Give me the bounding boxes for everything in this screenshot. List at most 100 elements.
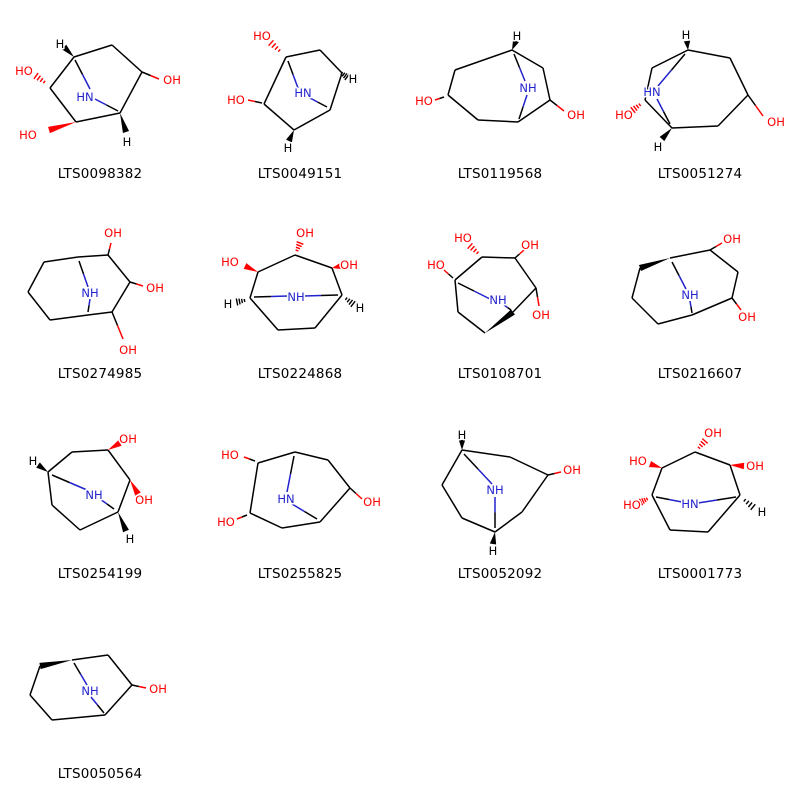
bond	[49, 87, 77, 123]
hydroxyl-label: OH	[532, 308, 550, 322]
hydroxyl-label: HO	[629, 454, 647, 468]
hash-bond	[342, 72, 348, 79]
bond	[671, 261, 680, 276]
bond	[87, 305, 90, 313]
hash-bond	[350, 300, 356, 308]
hash-bond	[42, 80, 46, 84]
bond	[293, 109, 331, 131]
bond	[661, 451, 696, 469]
bond	[79, 511, 119, 531]
bond	[457, 311, 486, 334]
hydroxyl-label: HO	[623, 498, 641, 512]
hash-bond	[33, 72, 39, 80]
bond	[355, 492, 363, 500]
bond	[150, 74, 160, 80]
bond	[657, 314, 693, 325]
bond	[73, 662, 82, 675]
bond	[461, 449, 511, 458]
bond	[78, 260, 85, 275]
bond	[249, 458, 256, 462]
nitrogen-label: HN	[643, 85, 660, 99]
hydroxyl-label: OH	[119, 432, 137, 446]
nitrogen-label: HN	[681, 497, 698, 511]
bond	[96, 704, 105, 714]
hydroxyl-label: HO	[615, 108, 633, 122]
bond	[547, 472, 555, 476]
bond	[542, 67, 551, 101]
bond	[447, 69, 456, 96]
bond	[439, 96, 445, 100]
bond	[29, 694, 53, 721]
bond	[49, 314, 89, 321]
bond	[291, 503, 305, 513]
bond	[463, 453, 479, 470]
bond	[518, 67, 526, 82]
hydroxyl-label: OH	[149, 682, 167, 696]
hash-bond	[467, 242, 473, 250]
bond	[281, 521, 321, 529]
hash-bond	[36, 75, 42, 81]
bond	[651, 494, 671, 531]
bond	[111, 44, 143, 73]
bond	[631, 267, 641, 299]
bond	[709, 249, 739, 273]
wedge-bond	[286, 130, 294, 143]
wedge-bond	[243, 263, 258, 272]
bond	[285, 49, 321, 58]
hash-bond	[470, 245, 475, 251]
bond	[671, 125, 719, 129]
bond	[457, 282, 475, 292]
bond	[670, 53, 686, 71]
nitrogen-label: HN	[294, 86, 311, 100]
bond	[257, 451, 296, 464]
wedge-bond	[659, 128, 672, 142]
bond	[448, 273, 454, 279]
bond	[47, 471, 53, 506]
bond	[69, 481, 88, 491]
wedge-bond	[683, 40, 691, 50]
hydroxyl-label: HO	[221, 448, 239, 462]
bond	[286, 473, 292, 493]
bond	[116, 325, 124, 340]
molecule-id-label: LTS0224868	[257, 366, 343, 382]
bond	[689, 300, 692, 308]
bond	[517, 99, 551, 123]
bond	[71, 654, 109, 661]
bond	[104, 684, 133, 716]
hydroxyl-label: OH	[363, 495, 381, 509]
hydroxyl-label: OH	[296, 226, 314, 240]
bond	[49, 56, 75, 89]
hash-bond	[643, 497, 647, 503]
hash-bond	[243, 298, 246, 303]
hash-bond	[268, 39, 274, 47]
molecule-id-label: LTS0254199	[57, 566, 143, 582]
hash-bond	[346, 298, 351, 303]
hydrogen-label: H	[224, 297, 233, 311]
bond	[270, 295, 289, 298]
bond	[521, 474, 549, 513]
hydroxyl-label: HO	[227, 93, 245, 107]
hydroxyl-label: OH	[521, 238, 539, 252]
bond	[481, 256, 516, 259]
bond	[138, 685, 147, 689]
molecule-id-label: LTS0050564	[57, 766, 143, 782]
nitrogen-label: NH	[519, 81, 536, 95]
hash-bond	[39, 77, 44, 83]
bond	[731, 271, 739, 299]
nitrogen-label: NH	[486, 483, 503, 497]
bond	[82, 273, 89, 288]
nitrogen-label: HN	[76, 90, 93, 104]
bond	[715, 242, 723, 248]
hash-bond	[296, 243, 302, 248]
molecule-id-label: LTS0052092	[457, 566, 543, 582]
hydroxyl-label: OH	[135, 493, 153, 507]
hydroxyl-label: OH	[104, 226, 122, 240]
bond	[511, 49, 544, 69]
bond	[494, 511, 523, 533]
hydroxyl-label: HO	[427, 258, 445, 272]
bond	[249, 297, 279, 331]
bond	[87, 311, 113, 316]
nitrogen-label: NH	[681, 288, 698, 302]
